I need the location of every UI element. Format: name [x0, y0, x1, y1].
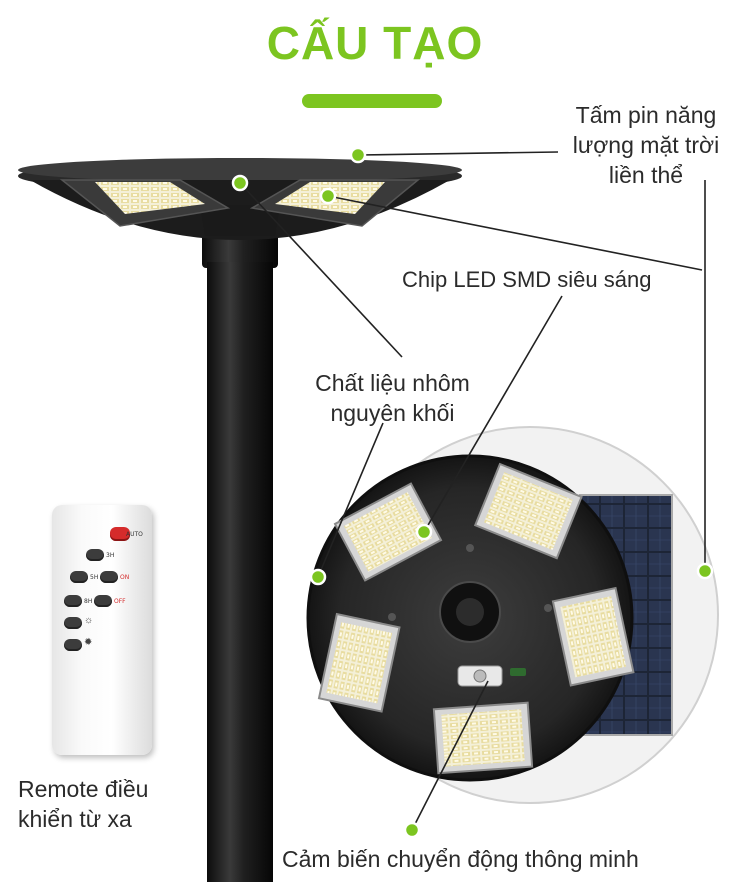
lamp-pole	[202, 232, 278, 882]
auto-label: AUTO	[126, 531, 143, 538]
remote-label-5h: 5H	[90, 574, 99, 581]
remote-button-5h	[70, 571, 88, 583]
led-chip-label: Chip LED SMD siêu sáng	[402, 267, 652, 292]
remote-button-on	[100, 571, 118, 583]
lamp-bottom-disc	[306, 454, 635, 782]
remote-label-off: OFF	[114, 598, 126, 605]
remote-button-3h	[86, 549, 104, 561]
title-underline	[302, 94, 442, 108]
callout-lines	[239, 151, 706, 831]
remote-control: AUTO 3H 5H ON 8H OFF ☼ ✹	[52, 505, 152, 755]
remote-button-dim	[64, 639, 82, 651]
remote-label-on: ON	[120, 574, 130, 581]
dim-icon: ✹	[84, 637, 93, 648]
lamp-head	[18, 158, 462, 240]
page-title: CẤU TẠO	[266, 17, 484, 69]
remote-button-8h	[64, 595, 82, 607]
aluminum-body-label: Chất liệu nhôm nguyên khối	[315, 370, 470, 426]
motion-sensor-label: Cảm biến chuyển động thông minh	[282, 846, 639, 872]
remote-label: Remote điều khiển từ xa	[18, 776, 149, 832]
remote-label-8h: 8H	[84, 598, 93, 605]
auto-button	[110, 527, 130, 541]
brightness-icon: ☼	[84, 615, 94, 626]
solar-panel-label: Tấm pin năng lượng mặt trời liền thể	[572, 102, 720, 188]
remote-button-off	[94, 595, 112, 607]
remote-label-3h: 3H	[106, 552, 115, 559]
remote-button-bright	[64, 617, 82, 629]
bullet-dot-icon	[231, 146, 714, 839]
